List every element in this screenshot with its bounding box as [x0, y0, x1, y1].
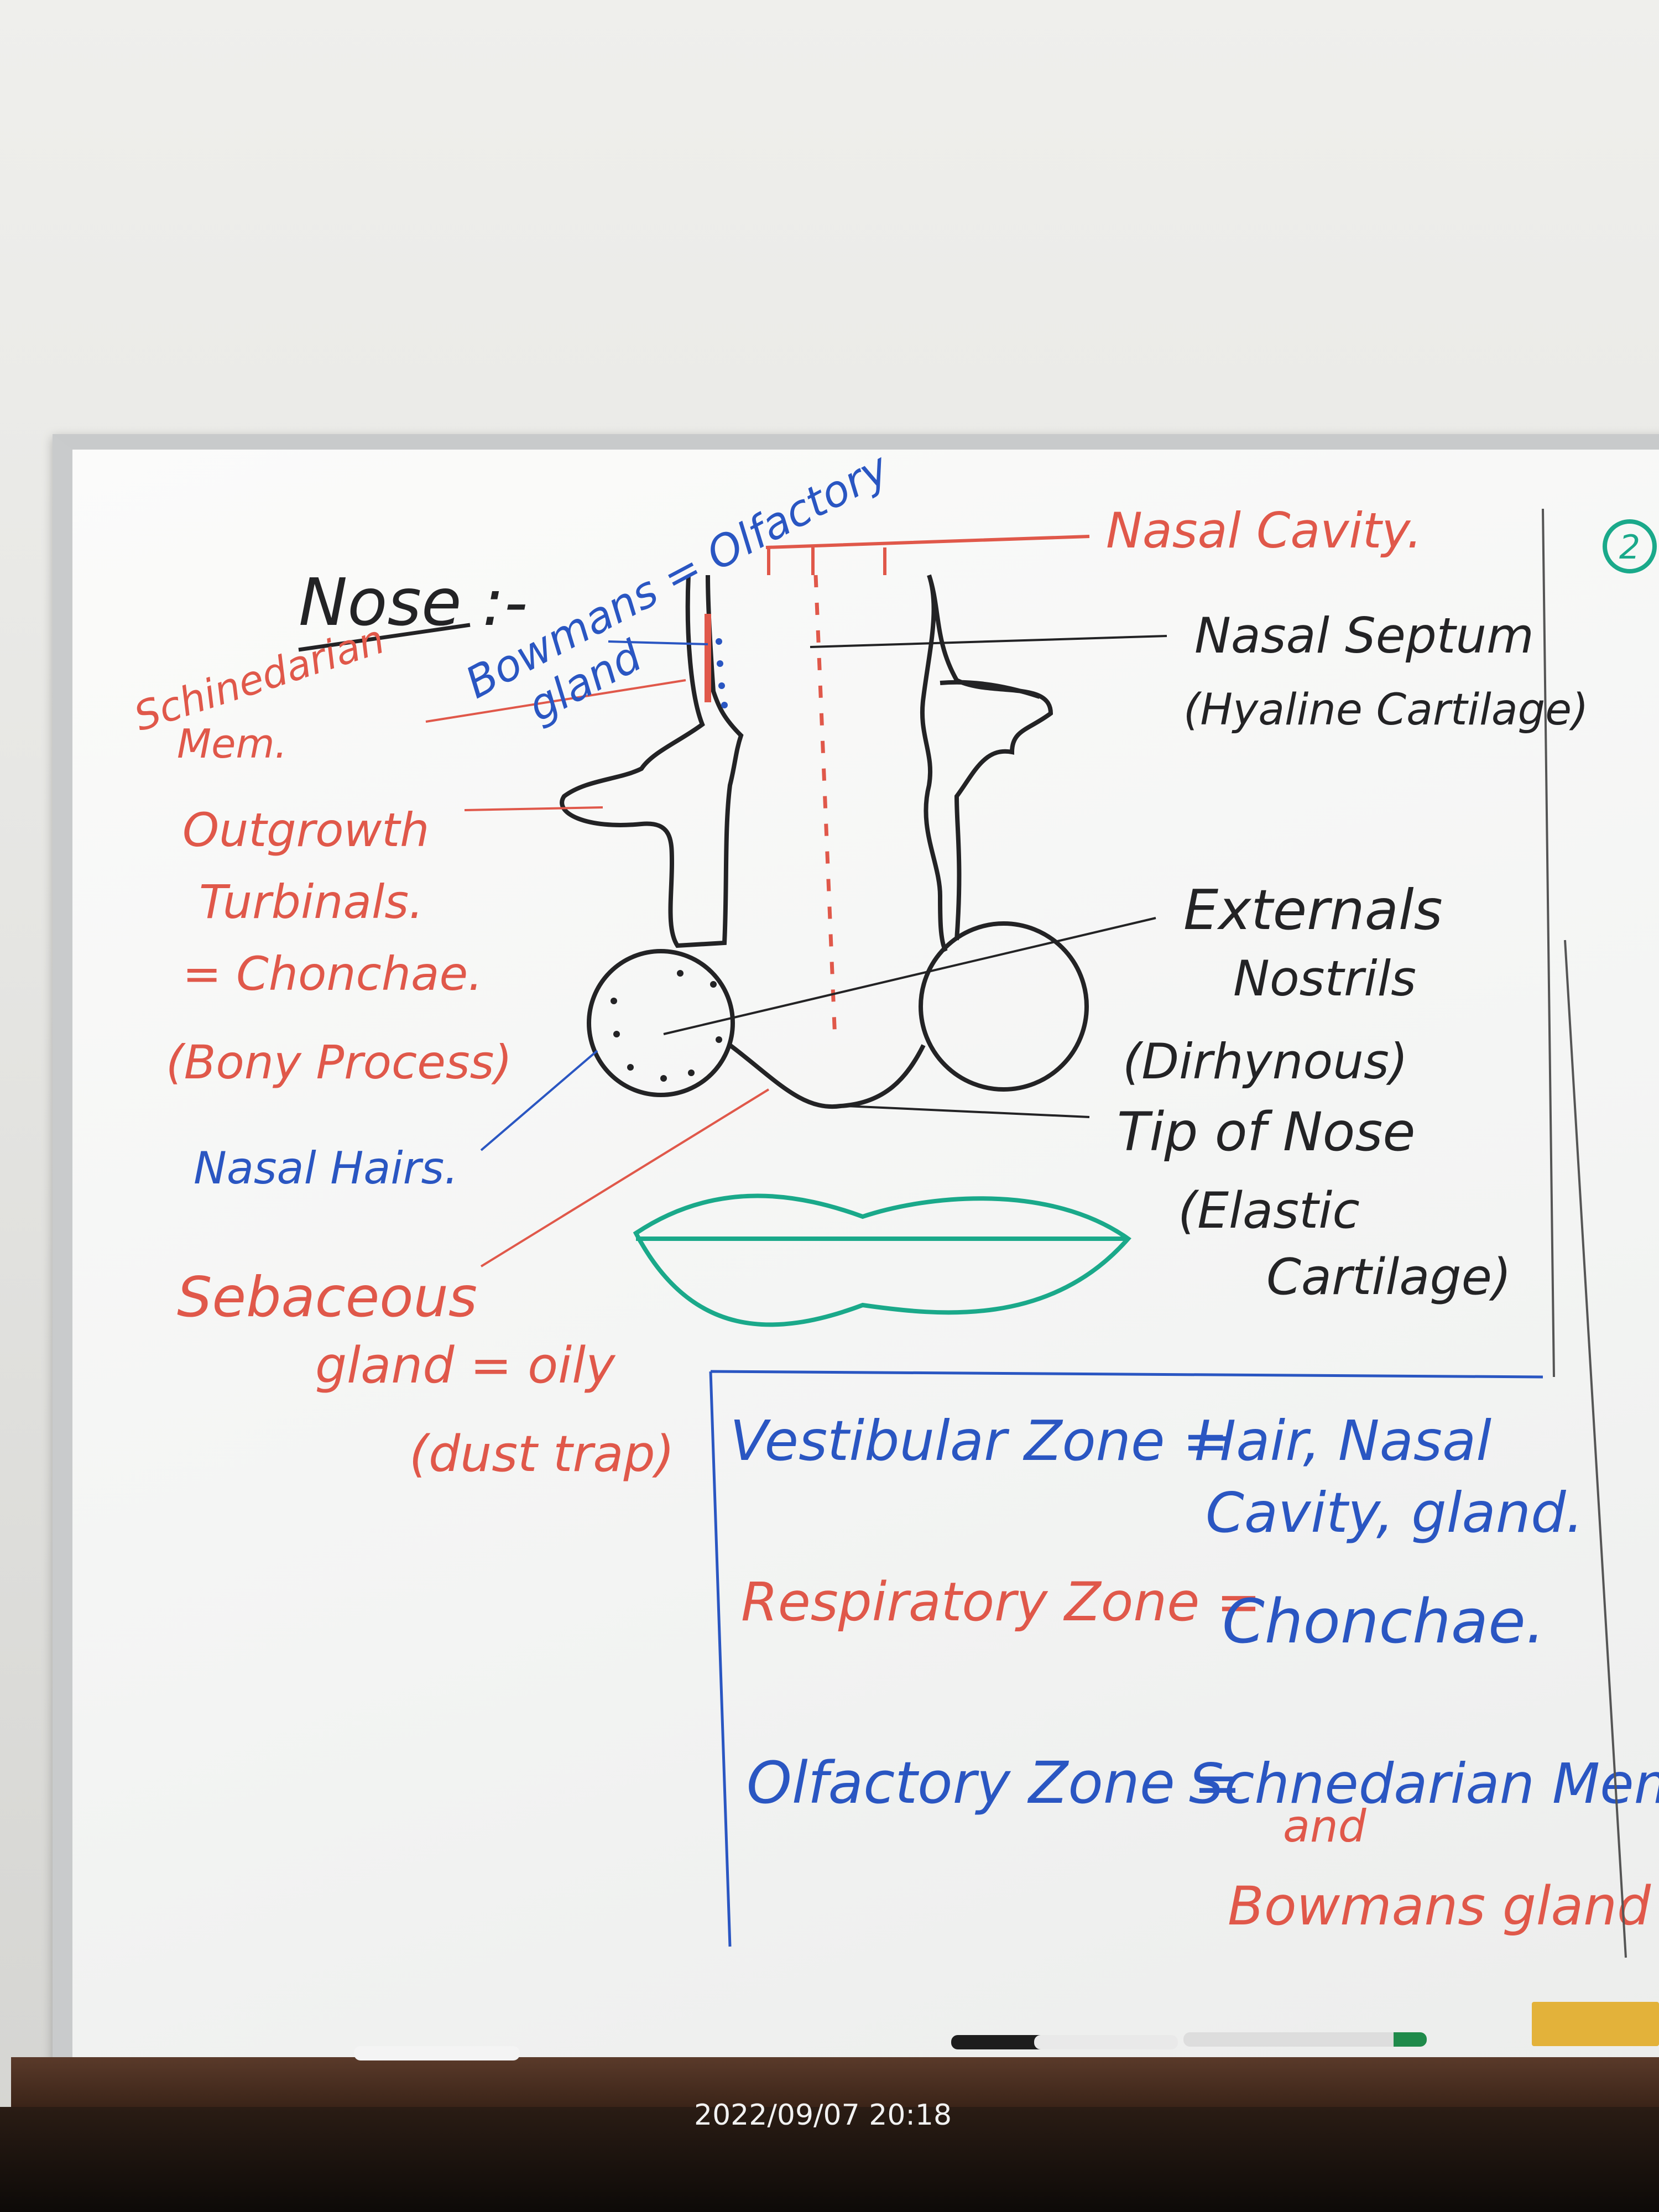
label-bony-process: (Bony Process)	[166, 1035, 512, 1089]
zone-respiratory-line1: Chonchae.	[1222, 1586, 1545, 1657]
zone-vestibular-line2: Cavity, gland.	[1206, 1480, 1583, 1545]
nasal-cavity-bracket	[765, 535, 1090, 575]
label-cartilage: Cartilage)	[1266, 1248, 1511, 1306]
lips-diagram	[633, 1193, 1131, 1327]
pointer-lines-blue	[480, 640, 708, 1151]
label-dirhynous: (Dirhynous)	[1123, 1033, 1408, 1090]
label-chonchae: = Chonchae.	[182, 947, 483, 1001]
label-nasal-hairs: Nasal Hairs.	[194, 1142, 458, 1194]
page-number: 2	[1619, 528, 1640, 567]
label-nasal-cavity: Nasal Cavity.	[1106, 502, 1422, 559]
zone-vestibular-name: Vestibular Zone =	[730, 1408, 1229, 1473]
septum-dashed-line	[813, 575, 837, 1040]
marker-white	[354, 2046, 520, 2060]
label-outgrowth: Outgrowth	[182, 803, 429, 857]
label-dust-trap: (dust trap)	[409, 1425, 675, 1483]
label-mem: Mem.	[177, 721, 287, 767]
page-number-circle	[1603, 519, 1657, 573]
ruler-yellow	[1532, 2002, 1659, 2046]
label-nostrils: Nostrils	[1233, 950, 1416, 1007]
timestamp: 2022/09/07 20:18	[694, 2099, 952, 2132]
marker-tray	[11, 2057, 1659, 2107]
label-sebaceous: Sebaceous	[177, 1265, 477, 1329]
whiteboard	[53, 434, 1659, 2089]
zone-olfactory-line1: Schnedarian Mem.	[1189, 1751, 1659, 1816]
label-turbinals: Turbinals.	[199, 875, 424, 929]
label-tip-of-nose: Tip of Nose	[1117, 1101, 1415, 1163]
label-hyaline-cartilage: (Hyaline Cartilage)	[1183, 685, 1589, 735]
label-nasal-septum: Nasal Septum	[1194, 607, 1534, 664]
zone-olfactory-line3: Bowmans gland	[1228, 1875, 1651, 1937]
title-underline	[298, 623, 471, 652]
nasal-hair-dots	[611, 970, 722, 1082]
label-elastic: (Elastic	[1178, 1182, 1360, 1240]
nose-diagram-outline	[560, 574, 1089, 1109]
marker-green	[1183, 2032, 1427, 2047]
board-margin-lines	[1542, 508, 1627, 1958]
zone-olfactory-name: Olfactory Zone =	[747, 1749, 1241, 1817]
zone-olfactory-and: and	[1283, 1801, 1367, 1852]
bowmans-gland-dots	[716, 638, 728, 708]
dark-foreground	[0, 2107, 1659, 2212]
pointer-lines-black	[663, 635, 1167, 1118]
zone-vestibular-line1: Hair, Nasal	[1194, 1408, 1491, 1473]
label-externals: Externals	[1183, 878, 1443, 942]
pointer-lines-red	[425, 679, 770, 1267]
zones-box	[709, 1370, 1543, 1947]
marker-white-2	[1034, 2035, 1178, 2049]
zone-respiratory-name: Respiratory Zone =	[741, 1571, 1261, 1633]
label-gland-oily: gland = oily	[315, 1337, 616, 1395]
title-nose: Nose :-	[299, 564, 528, 640]
